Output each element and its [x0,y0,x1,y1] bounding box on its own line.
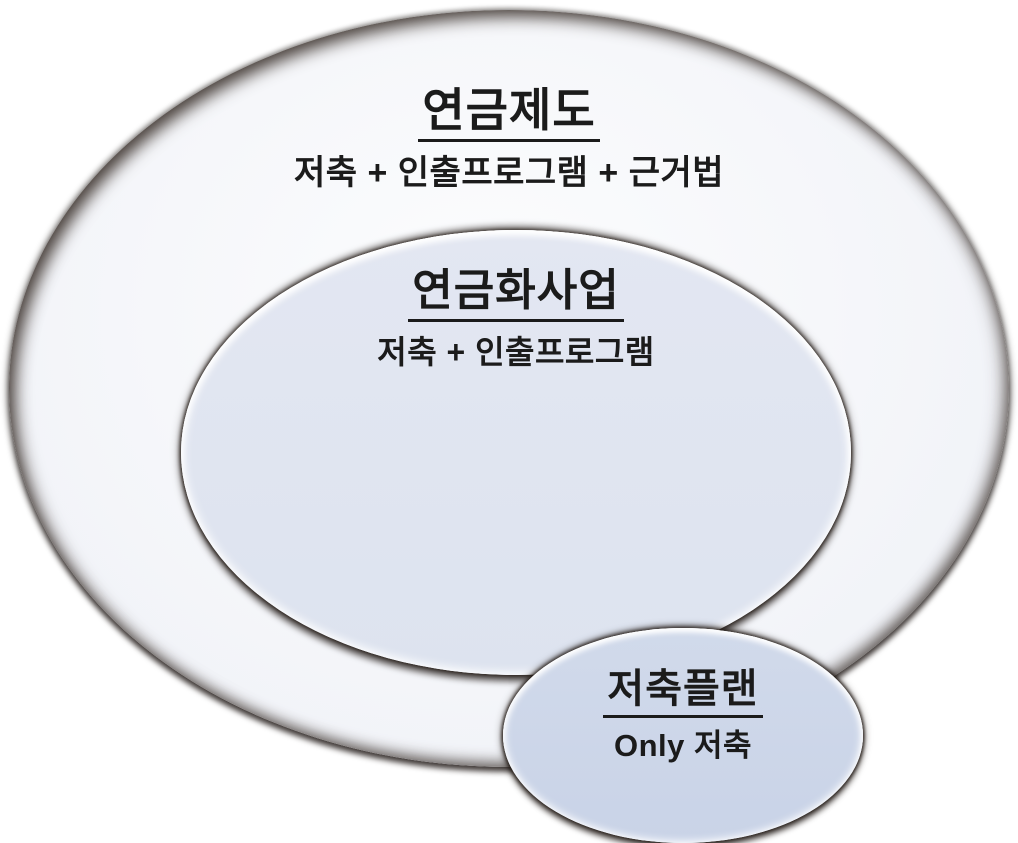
diagram-canvas: 연금제도 저축 + 인출프로그램 + 근거법 연금화사업 저축 + 인출프로그램… [9,10,1009,843]
middle-ellipse-annuitization-business: 연금화사업 저축 + 인출프로그램 저축플랜 Only 저축 [181,230,863,843]
inner-ellipse-title: 저축플랜 [603,668,763,718]
middle-ellipse-title: 연금화사업 [408,267,624,323]
outer-ellipse-label: 연금제도 저축 + 인출프로그램 + 근거법 [9,86,1009,193]
inner-ellipse-label: 저축플랜 Only 저축 [503,668,863,763]
inner-ellipse-subtitle: Only 저축 [613,728,753,763]
outer-ellipse-subtitle: 저축 + 인출프로그램 + 근거법 [293,154,725,193]
inner-ellipse-savings-plan: 저축플랜 Only 저축 [503,628,863,843]
outer-ellipse-pension-system: 연금제도 저축 + 인출프로그램 + 근거법 연금화사업 저축 + 인출프로그램… [9,10,1009,843]
middle-ellipse-subtitle: 저축 + 인출프로그램 [377,334,655,371]
middle-ellipse-label: 연금화사업 저축 + 인출프로그램 [181,267,851,371]
outer-ellipse-title: 연금제도 [418,86,600,143]
